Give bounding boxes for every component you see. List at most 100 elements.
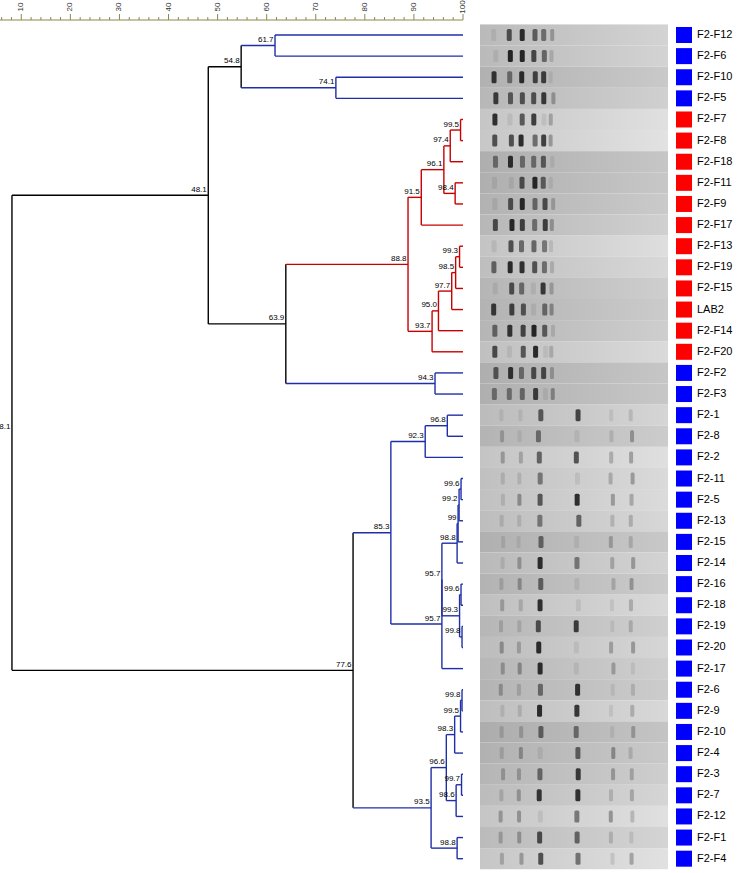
gel-band [500,726,504,738]
scale-tick [276,17,277,20]
gel-band [541,135,546,147]
isolate-name: F2-6 [697,684,720,695]
gel-band [543,198,548,210]
gel-band [550,304,554,316]
gel-shade [480,510,668,531]
dendrogram-branch [208,323,286,324]
gel-band [574,536,579,548]
gel-band [519,599,523,611]
similarity-value: 77.6 [336,661,352,669]
scale-tick [197,17,198,20]
gel-band [508,240,513,252]
scale-tick [188,17,189,20]
similarity-value: 93.5 [414,798,430,806]
dendrogram-branch [461,700,462,701]
gel-band [520,388,525,400]
gel-band [631,684,635,696]
similarity-value: 99.6 [444,480,460,488]
gel-shade [480,130,668,151]
gel-band [519,747,523,759]
dendrogram-branch [452,272,456,273]
gel-lane [480,510,668,531]
scale-tick [443,17,444,20]
gel-band [611,578,615,590]
gel-band [492,198,497,210]
gel-band [538,494,543,506]
gel-band [550,219,554,231]
gel-lane [480,88,668,109]
gel-band [532,261,537,273]
gel-lane [480,46,668,67]
isolate-name: F2-F11 [697,177,732,188]
gel-shade [480,848,668,869]
gel-shade [480,616,668,637]
similarity-value: 98.8 [440,534,456,542]
scale-tick [237,17,238,20]
gel-band [575,747,580,759]
gel-shade [480,806,668,827]
dendrogram-branch [455,715,461,716]
cluster-square [676,48,692,64]
gel-band [611,663,615,675]
gel-band [493,367,498,379]
gel-shade [480,637,668,658]
scale-tick [139,17,140,20]
gel-band [541,177,546,189]
gel-band [492,71,497,83]
scale-tick [227,17,228,20]
dendrogram-branch [11,195,12,670]
gel-band [531,113,536,125]
scale-number: 70 [312,3,320,12]
dendrogram-branch [462,795,463,796]
gel-band [531,240,536,252]
scale-tick [109,17,110,20]
similarity-value: 99.2 [442,495,458,503]
dendrogram-branch [459,520,463,521]
gel-band [537,451,542,463]
dendrogram-branch [452,309,463,310]
scale-tick [286,17,287,20]
gel-band [549,71,553,83]
dendrogram-branch [275,55,463,56]
isolate-name: F2-18 [697,599,726,610]
cluster-square [676,238,692,254]
gel-band [491,261,496,273]
similarity-value: 91.5 [404,188,420,196]
cluster-square [676,323,692,339]
scale-tick [21,14,22,20]
gel-band [629,515,633,527]
gel-band [517,768,521,780]
cluster-square [676,344,692,360]
dendrogram-branch [460,594,461,595]
similarity-value: 98.4 [438,184,454,192]
scale-tick [1,17,2,20]
gel-band [537,705,542,717]
similarity-value: 48.1 [191,186,207,194]
dendrogram-branch [241,45,275,46]
dendrogram-branch [12,670,353,671]
gel-band [532,198,537,210]
gel-band [575,832,580,844]
cluster-square [676,513,692,529]
scale-tick [11,17,12,20]
isolate-name: F2-F13 [697,240,732,251]
gel-band [517,515,521,527]
cluster-square [676,576,692,592]
similarity-value: 95.0 [421,301,437,309]
isolate-name: F2-F8 [697,135,726,146]
gel-shade [480,531,668,552]
dendrogram-branch [408,197,421,198]
scale-number: 10 [17,3,25,12]
similarity-value: 8.1 [0,423,10,431]
cluster-square [676,27,692,43]
gel-band [491,29,496,41]
isolate-name: F2-4 [697,747,720,758]
gel-band [575,684,580,696]
gel-shade [480,721,668,742]
gel-lane [480,24,668,45]
gel-band [629,451,633,463]
scale-number: 90 [410,3,418,12]
gel-lane [480,764,668,785]
dendrogram-branch [286,264,408,265]
cluster-square [676,745,692,761]
